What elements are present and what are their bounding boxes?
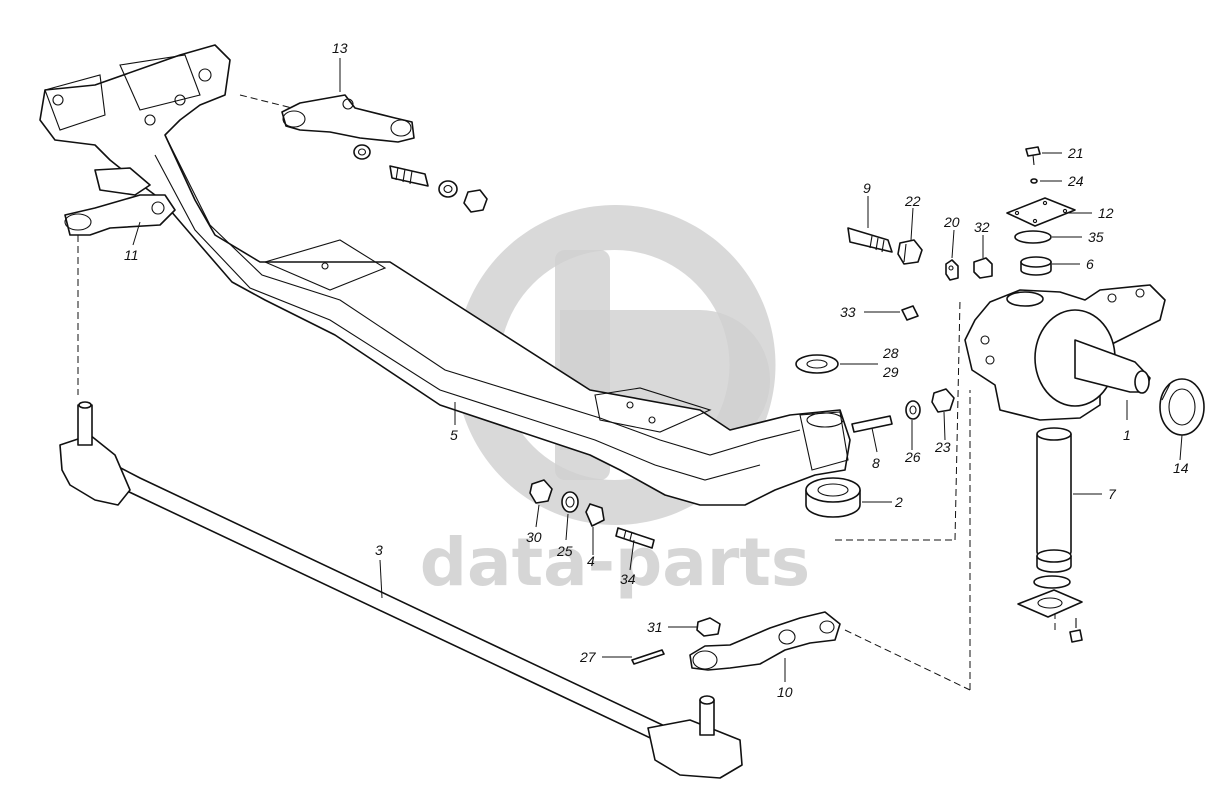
nut-22	[897, 239, 923, 265]
callout-12: 12	[1098, 205, 1114, 221]
bushing-6	[1020, 256, 1052, 276]
callout-5: 5	[450, 427, 458, 443]
callout-6: 6	[1086, 256, 1094, 272]
lower-cover	[1017, 589, 1083, 618]
callout-13: 13	[332, 40, 348, 56]
callout-14: 14	[1173, 460, 1189, 476]
callout-1: 1	[1123, 427, 1131, 443]
callout-26: 26	[904, 449, 921, 465]
callout-8: 8	[872, 455, 880, 471]
callout-31: 31	[647, 619, 663, 635]
wedge-pin-8	[851, 415, 893, 433]
callout-3: 3	[375, 542, 383, 558]
washer-28-29	[795, 354, 839, 374]
stud-34	[615, 527, 655, 549]
watermark-text: data-parts	[420, 524, 810, 601]
callout-11: 11	[124, 247, 139, 263]
callout-2: 2	[894, 494, 903, 510]
bolt-21	[1025, 146, 1041, 166]
callout-21: 21	[1067, 145, 1084, 161]
bearing-14	[1159, 378, 1205, 436]
callout-35: 35	[1088, 229, 1104, 245]
steering-knuckle	[964, 284, 1166, 421]
callout-22: 22	[904, 193, 921, 209]
king-pin-7	[1036, 427, 1072, 559]
washer-24	[1030, 178, 1038, 184]
callout-29: 29	[882, 364, 899, 380]
callout-27: 27	[579, 649, 597, 665]
leader-lines	[132, 58, 1183, 682]
callout-9: 9	[863, 180, 871, 196]
lower-bolt	[1069, 618, 1083, 643]
callout-24: 24	[1067, 173, 1084, 189]
nut-23	[931, 388, 955, 413]
cap-32	[973, 257, 993, 279]
callout-28: 28	[882, 345, 899, 361]
king-pin-9	[847, 227, 893, 253]
cover-12	[1006, 197, 1076, 227]
nut-30	[529, 479, 553, 504]
callout-32: 32	[974, 219, 990, 235]
seal-ring-35	[1014, 230, 1052, 244]
bushing-4	[585, 503, 605, 527]
callout-labels: 13 11 9 22 20 32 33 28 29 8 26 23 5 2 7 …	[124, 40, 1189, 700]
callout-33: 33	[840, 304, 856, 320]
callout-25: 25	[556, 543, 573, 559]
cotter-pin-27	[631, 649, 665, 665]
callout-20: 20	[943, 214, 960, 230]
callout-23: 23	[934, 439, 951, 455]
callout-7: 7	[1108, 486, 1117, 502]
steering-lever-left	[64, 167, 176, 236]
washer-25	[561, 491, 579, 513]
washer-26	[905, 400, 921, 420]
lower-seal-ring	[1033, 575, 1071, 589]
lower-bushing	[1036, 549, 1072, 573]
tie-rod	[59, 401, 743, 779]
callout-4: 4	[587, 553, 595, 569]
steering-arm-13	[281, 94, 415, 143]
bolt-assembly-upper	[353, 144, 488, 213]
bearing-2	[805, 477, 861, 518]
bushing-33	[901, 305, 919, 321]
callout-30: 30	[526, 529, 542, 545]
callout-10: 10	[777, 684, 793, 700]
grease-fitting-20	[945, 259, 959, 281]
callout-34: 34	[620, 571, 636, 587]
steering-arm-10	[689, 611, 841, 671]
axle-beam	[39, 44, 851, 506]
castle-nut-31	[696, 617, 721, 637]
